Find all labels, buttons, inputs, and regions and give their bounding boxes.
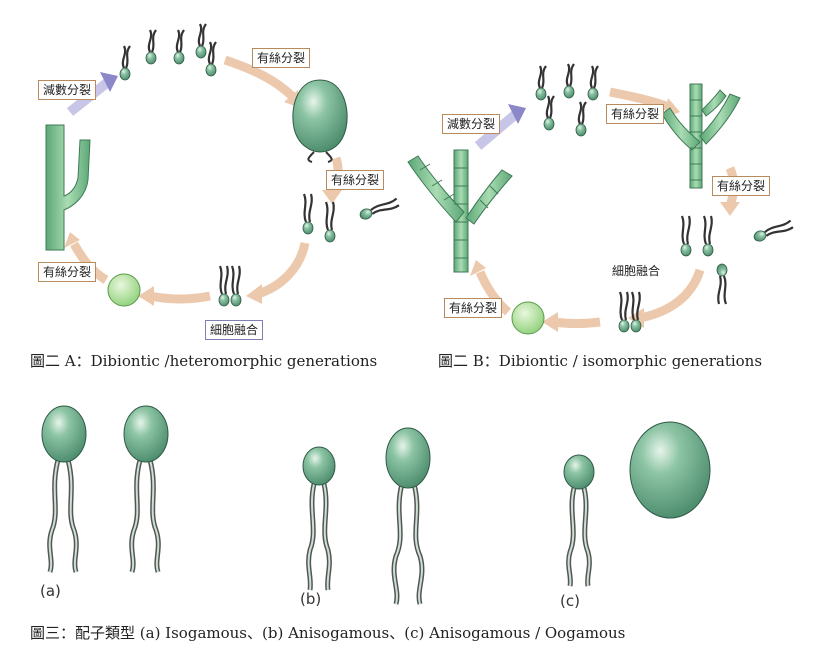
arrow-a-bottomright — [256, 241, 310, 299]
label-a-mitosis-left: 有絲分裂 — [38, 262, 97, 282]
figure-2b — [407, 62, 795, 335]
arrow-b-bottomright — [639, 268, 705, 323]
gametes-a-right — [301, 192, 401, 244]
zygote-a-icon — [107, 273, 141, 307]
arrow-a-top — [223, 55, 296, 100]
gamete-b-small-icon — [302, 446, 336, 591]
label-b-fusion: 細胞融合 — [612, 264, 661, 278]
label-b-mitosis-left: 有絲分裂 — [444, 298, 503, 318]
letter-b: (b) — [300, 590, 322, 608]
gamete-a2-icon — [123, 405, 169, 573]
letter-a: (a) — [40, 582, 61, 600]
letter-c: (c) — [560, 592, 580, 610]
caption-fig2b: 圖二 B：Dibiontic / isomorphic generations — [438, 352, 763, 370]
arrow-b-top — [609, 87, 674, 113]
zoospores-b-top — [534, 62, 600, 138]
label-a-mitosis-top: 有絲分裂 — [252, 48, 311, 68]
thallus-b-right-icon — [661, 83, 741, 189]
gamete-c-egg-icon — [629, 421, 711, 519]
label-b-meiosis: 減數分裂 — [442, 114, 501, 134]
thallus-a-icon — [45, 124, 91, 251]
arrow-b-bottom — [553, 317, 601, 328]
gametes-b-right — [679, 214, 795, 306]
caption-fig3: 圖三：配子類型 (a) Isogamous、(b) Anisogamous、(c… — [30, 624, 626, 642]
gametes-a-fusing — [217, 264, 243, 308]
caption-fig2a: 圖二 A：Dibiontic /heteromorphic generation… — [30, 352, 378, 370]
figure-2a — [45, 22, 401, 308]
sporangium-icon — [292, 79, 348, 153]
figure-3 — [41, 405, 711, 605]
label-b-mitosis-top: 有絲分裂 — [606, 104, 665, 124]
arrow-a-bottom — [149, 291, 211, 304]
gametes-b-fusing — [617, 290, 643, 334]
label-a-mitosis-right: 有絲分裂 — [326, 170, 385, 190]
zygote-b-icon — [511, 301, 545, 335]
label-a-meiosis: 減數分裂 — [38, 80, 97, 100]
thallus-b-left-icon — [407, 149, 513, 273]
zoospores-a-top — [118, 22, 218, 82]
gamete-b-large-icon — [385, 427, 431, 605]
label-a-fusion: 細胞融合 — [205, 320, 264, 340]
arrow-b-left — [475, 270, 512, 316]
gamete-c-sperm-icon — [563, 454, 595, 587]
gamete-a1-icon — [41, 405, 87, 573]
label-b-mitosis-right: 有絲分裂 — [712, 176, 771, 196]
